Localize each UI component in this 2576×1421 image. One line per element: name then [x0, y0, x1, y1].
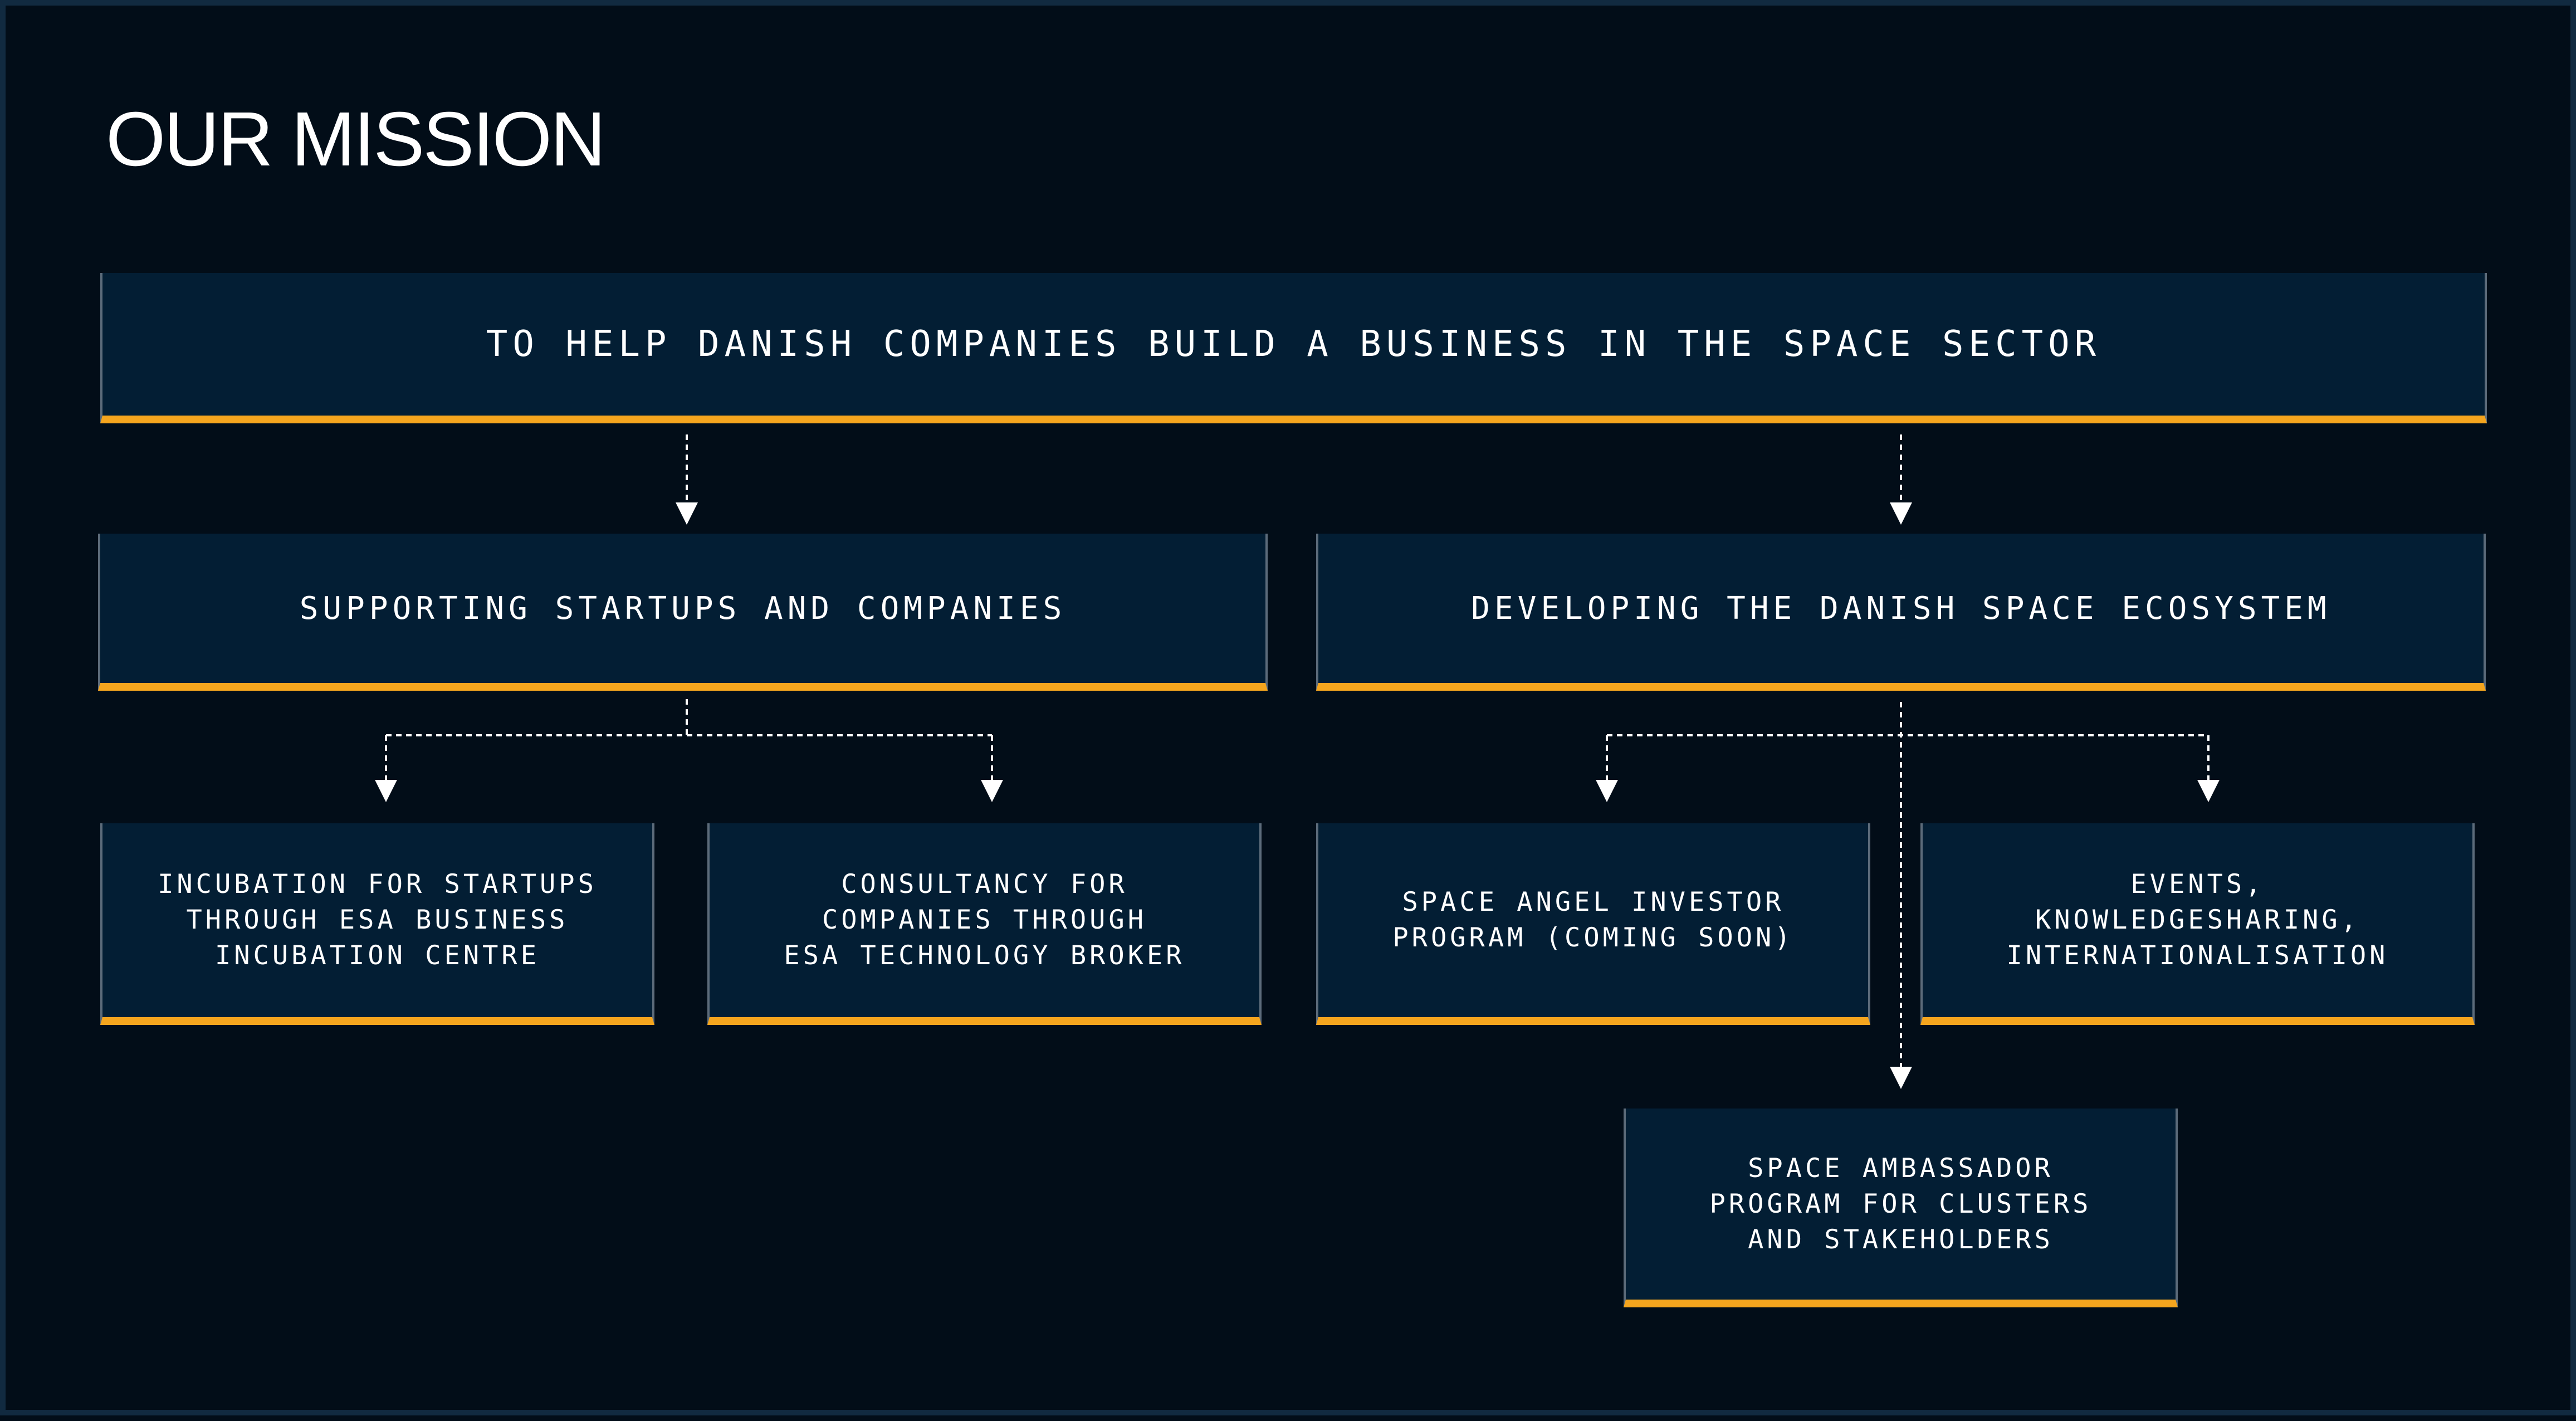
item-label: CONSULTANCY FOR COMPANIES THROUGH ESA TE… — [784, 869, 1185, 971]
item-box-ambassador: SPACE AMBASSADOR PROGRAM FOR CLUSTERS AN… — [1624, 1109, 2178, 1307]
pillar-label: SUPPORTING STARTUPS AND COMPANIES — [299, 590, 1067, 627]
mission-text: TO HELP DANISH COMPANIES BUILD A BUSINES… — [486, 324, 2101, 365]
mission-box: TO HELP DANISH COMPANIES BUILD A BUSINES… — [100, 273, 2487, 423]
pillar-box-ecosystem: DEVELOPING THE DANISH SPACE ECOSYSTEM — [1316, 534, 2486, 691]
item-label: SPACE ANGEL INVESTOR PROGRAM (COMING SOO… — [1392, 887, 1794, 953]
page-title: OUR MISSION — [106, 96, 606, 182]
item-box-incubation: INCUBATION FOR STARTUPS THROUGH ESA BUSI… — [100, 823, 654, 1025]
pillar-label: DEVELOPING THE DANISH SPACE ECOSYSTEM — [1471, 590, 2331, 627]
item-box-angel-investor: SPACE ANGEL INVESTOR PROGRAM (COMING SOO… — [1316, 823, 1870, 1025]
item-label: EVENTS, KNOWLEDGESHARING, INTERNATIONALI… — [2006, 869, 2389, 971]
item-box-events: EVENTS, KNOWLEDGESHARING, INTERNATIONALI… — [1920, 823, 2475, 1025]
item-box-consultancy: CONSULTANCY FOR COMPANIES THROUGH ESA TE… — [707, 823, 1262, 1025]
item-label: SPACE AMBASSADOR PROGRAM FOR CLUSTERS AN… — [1709, 1153, 2092, 1255]
pillar-box-startups: SUPPORTING STARTUPS AND COMPANIES — [98, 534, 1268, 691]
item-label: INCUBATION FOR STARTUPS THROUGH ESA BUSI… — [158, 869, 597, 971]
connector-lines — [375, 434, 2220, 1089]
